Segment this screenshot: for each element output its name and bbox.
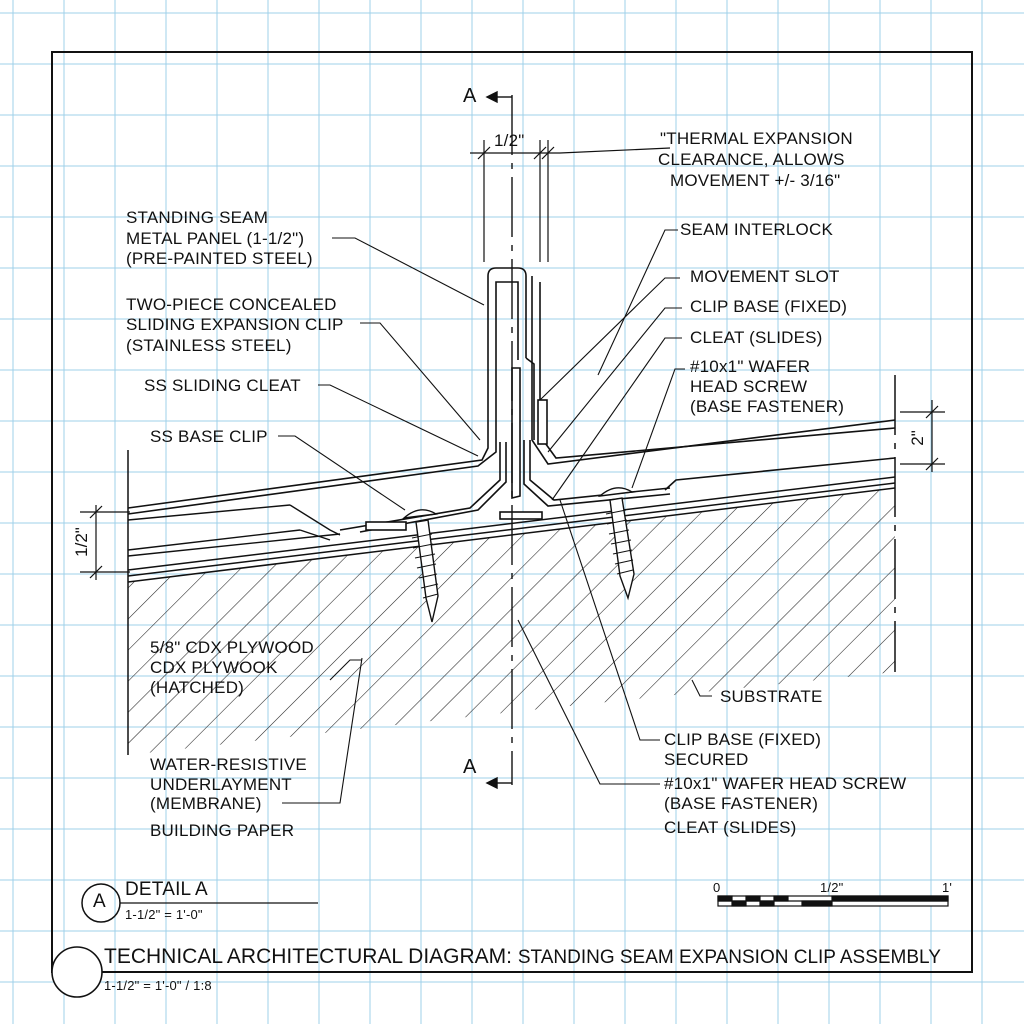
thermal-expansion-note-2: CLEARANCE, ALLOWS [658,150,845,169]
detail-bubble-letter: A [93,891,106,912]
plywood-label-2: CDX PLYWOOK [150,658,278,677]
wafer-screw-label-2: HEAD SCREW [690,377,808,396]
section-mark-bottom: A [463,756,477,778]
seam-width-label: 1/2" [494,131,525,150]
wafer-screw-label-3: (BASE FASTENER) [690,397,845,416]
building-paper-label: BUILDING PAPER [150,821,295,840]
ss-sliding-cleat-label: SS SLIDING CLEAT [144,376,301,395]
right-height-dimension [900,400,945,472]
drawing-title-b: STANDING SEAM EXPANSION CLIP ASSEMBLY [517,947,941,968]
standing-seam-label-1: STANDING SEAM [126,208,269,227]
standing-seam-panel [127,267,896,515]
two-piece-clip-label-3: (STAINLESS STEEL) [126,336,292,355]
wafer-screw-label-1: #10x1" WAFER [690,357,811,376]
base-fastener-screw-right [597,487,635,601]
section-line [485,90,513,790]
cleat-slides-2-label: CLEAT (SLIDES) [664,818,797,837]
scale-bar-end: 1' [942,880,953,895]
section-mark-top: A [463,85,477,107]
underlayment-label-2: UNDERLAYMENT [150,775,292,794]
left-height-dimension [80,505,130,580]
clip-base-secured-label-1: CLIP BASE (FIXED) [664,730,822,749]
wafer-screw-2-label-1: #10x1" WAFER HEAD SCREW [664,774,907,793]
ss-base-clip-label: SS BASE CLIP [150,427,268,446]
standing-seam-label-2: METAL PANEL (1-1/2") [126,229,305,248]
thermal-expansion-note-1: "THERMAL EXPANSION [660,129,853,148]
plywood-label-3: (HATCHED) [150,678,245,697]
movement-slot-label: MOVEMENT SLOT [690,267,840,286]
underlayment-label-1: WATER-RESISTIVE [150,755,307,774]
drawing-title-a: TECHNICAL ARCHITECTURAL DIAGRAM: [104,945,512,968]
cleat-slides-label: CLEAT (SLIDES) [690,328,823,347]
two-piece-clip-label-2: SLIDING EXPANSION CLIP [126,315,344,334]
detail-scale: 1-1/2" = 1'-0" [125,907,203,922]
detail-title: DETAIL A [125,879,208,900]
standing-seam-label-3: (PRE-PAINTED STEEL) [126,249,313,268]
plywood-label-1: 5/8" CDX PLYWOOD [150,638,314,657]
clip-base-secured-label-2: SECURED [664,750,749,769]
panel-underside [127,504,341,557]
drawing-scale: 1-1/2" = 1'-0" / 1:8 [104,978,212,993]
scale-bar-mid: 1/2" [820,880,844,895]
right-height-label: 2" [908,430,927,446]
drawing-title: TECHNICAL ARCHITECTURAL DIAGRAM: STANDIN… [104,945,941,968]
clip-base-fixed-label: CLIP BASE (FIXED) [690,297,848,316]
seam-interlock-label: SEAM INTERLOCK [680,220,833,239]
underlayment-label-3: (MEMBRANE) [150,794,262,813]
seam-width-dimension [470,140,671,262]
thermal-expansion-note-3: MOVEMENT +/- 3/16" [670,171,841,190]
graphic-scale-bar [717,895,949,907]
substrate-label: SUBSTRATE [720,687,823,706]
leader-lines [278,229,712,804]
two-piece-clip-label-1: TWO-PIECE CONCEALED [126,295,337,314]
scale-bar-zero: 0 [713,880,721,895]
title-bubble [51,946,103,998]
left-height-label: 1/2" [72,527,91,557]
wafer-screw-2-label-2: (BASE FASTENER) [664,794,819,813]
base-fastener-screw-left [401,509,439,623]
